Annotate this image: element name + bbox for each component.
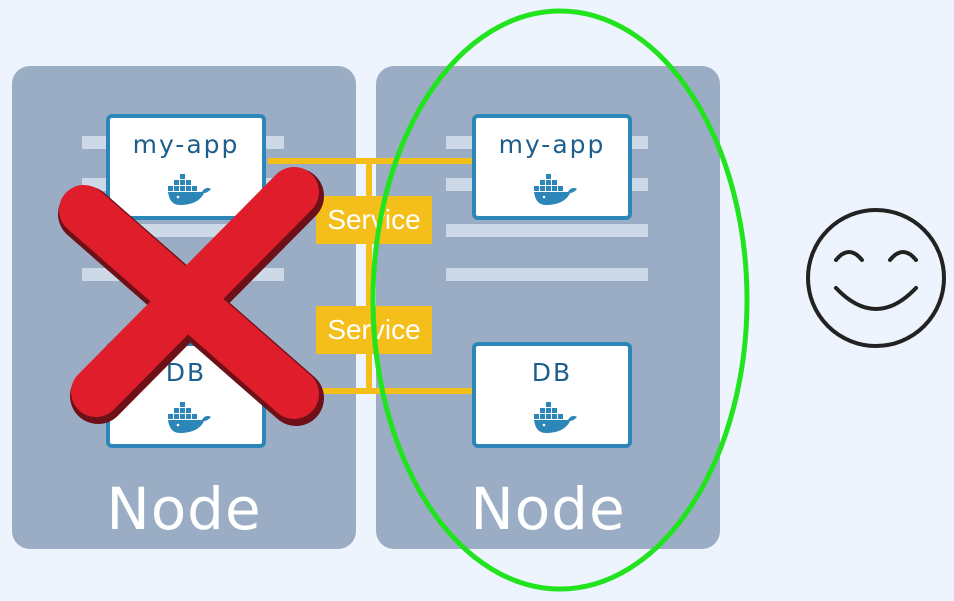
docker-whale-icon xyxy=(534,174,577,205)
docker-whale-icon xyxy=(168,174,211,205)
smiley-face-icon xyxy=(806,208,946,348)
container-label: my-app xyxy=(498,130,606,159)
container-my-app-left: my-app xyxy=(106,114,266,220)
node-label: Node xyxy=(106,475,262,543)
container-label: DB xyxy=(531,358,573,387)
highlight-ellipse xyxy=(370,8,750,592)
service-line xyxy=(268,388,474,394)
container-label: DB xyxy=(165,358,207,387)
node-label: Node xyxy=(470,475,626,543)
service-box: Service xyxy=(316,196,432,244)
docker-whale-icon xyxy=(168,402,211,433)
service-label: Service xyxy=(327,204,421,235)
node-stripe xyxy=(446,224,648,237)
service-line xyxy=(366,158,372,394)
container-my-app-right: my-app xyxy=(472,114,632,220)
node-stripe xyxy=(446,268,648,281)
red-cross-icon xyxy=(58,167,324,426)
container-label: my-app xyxy=(132,130,240,159)
docker-whale-icon xyxy=(534,402,577,433)
container-db-right: DB xyxy=(472,342,632,448)
